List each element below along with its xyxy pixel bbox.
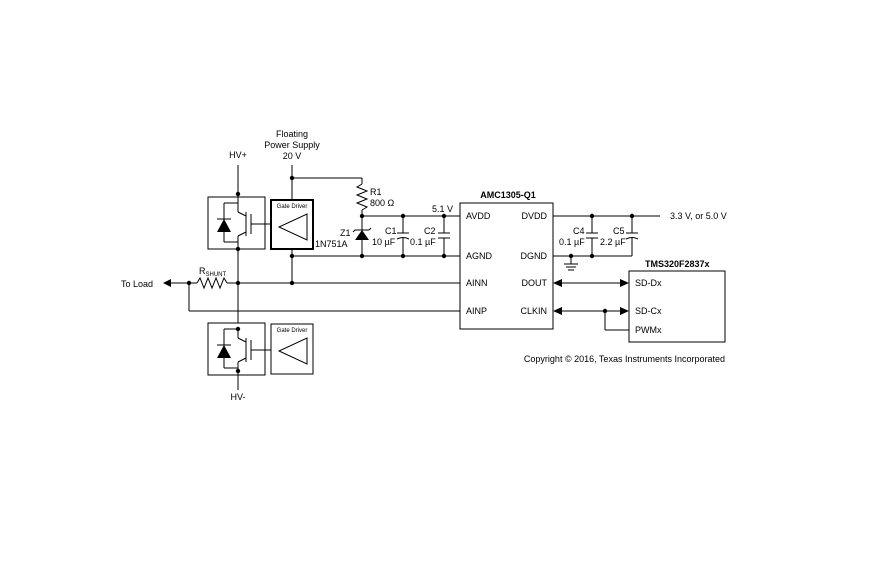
hv-minus-label: HV- [230, 392, 245, 402]
tms320-mcu: TMS320F2837x SD-Dx SD-Cx PWMx [628, 259, 726, 343]
copyright-notice: Copyright © 2016, Texas Instruments Inco… [524, 354, 725, 364]
top-switch [207, 165, 271, 330]
z1-name: Z1 [340, 228, 351, 238]
top-gate-driver-buffer-icon [277, 213, 308, 241]
dout-arrow-left-icon [553, 279, 562, 287]
floating-supply-line3: 20 V [283, 151, 302, 161]
bottom-switch [207, 322, 271, 390]
top-freewheel-diode-icon [217, 219, 231, 232]
floating-supply-wiring: R1 800 Ω Z1 1N751A 5.1 V C1 10 µF C2 0.1… [291, 165, 460, 283]
r1-name: R1 [370, 187, 382, 197]
to-load-label: To Load [121, 279, 153, 289]
bottom-gate-driver: Gate Driver [270, 323, 314, 375]
mcu-pin-pwmx: PWMx [635, 325, 662, 335]
amc-pin-clkin: CLKIN [520, 306, 547, 316]
c4-value: 0.1 µF [559, 237, 585, 247]
bottom-gate-driver-buffer-icon [277, 337, 308, 365]
digital-supply-wiring: 3.3 V, or 5.0 V C4 0.1 µF C5 2.2 µF [553, 211, 727, 271]
to-load-arrow-icon [163, 279, 171, 287]
amc1305-title: AMC1305-Q1 [480, 190, 536, 200]
z1-part: 1N751A [315, 239, 348, 249]
amc-pin-dvdd: DVDD [521, 211, 547, 221]
dout-arrow-right-icon [620, 279, 629, 287]
rshunt-label: RSHUNT [199, 266, 227, 278]
bottom-gate-driver-label: Gate Driver [277, 328, 308, 334]
z1-zener-diode-icon [355, 230, 369, 240]
r1-value: 800 Ω [370, 198, 395, 208]
hv-plus-label: HV+ [229, 150, 247, 160]
amc-pin-dgnd: DGND [521, 251, 548, 261]
c1-value: 10 µF [372, 237, 396, 247]
amc-pin-ainp: AINP [466, 306, 487, 316]
top-gate-driver: Gate Driver [270, 199, 314, 250]
c4-name: C4 [573, 226, 585, 236]
c1-name: C1 [385, 226, 397, 236]
clkin-arrow-left-icon [553, 307, 562, 315]
shunt-resistor: To Load RSHUNT [121, 266, 460, 312]
c5-name: C5 [613, 226, 625, 236]
amc-pin-agnd: AGND [466, 251, 493, 261]
amc-pin-ainn: AINN [466, 278, 488, 288]
top-gate-driver-label: Gate Driver [277, 204, 308, 210]
mcu-pin-sd-dx: SD-Dx [635, 278, 662, 288]
bottom-freewheel-diode-icon [217, 345, 231, 358]
clkin-arrow-right-icon [620, 307, 629, 315]
floating-supply-line1: Floating [276, 129, 308, 139]
amc-pin-dout: DOUT [522, 278, 548, 288]
junction-dots [186, 175, 635, 374]
c5-value: 2.2 µF [600, 237, 626, 247]
floating-supply-label: Floating Power Supply 20 V [264, 129, 320, 161]
tms320-title: TMS320F2837x [645, 259, 710, 269]
c2-value: 0.1 µF [410, 237, 436, 247]
output-voltage-label: 3.3 V, or 5.0 V [670, 211, 727, 221]
mcu-pin-sd-cx: SD-Cx [635, 306, 662, 316]
rail-5v1-label: 5.1 V [432, 204, 453, 214]
floating-supply-line2: Power Supply [264, 140, 320, 150]
digital-signal-wiring [553, 279, 629, 331]
amc1305-chip: AMC1305-Q1 AVDD AGND AINN AINP DVDD DGND… [459, 190, 554, 330]
c2-name: C2 [424, 226, 436, 236]
amc-pin-avdd: AVDD [466, 211, 491, 221]
